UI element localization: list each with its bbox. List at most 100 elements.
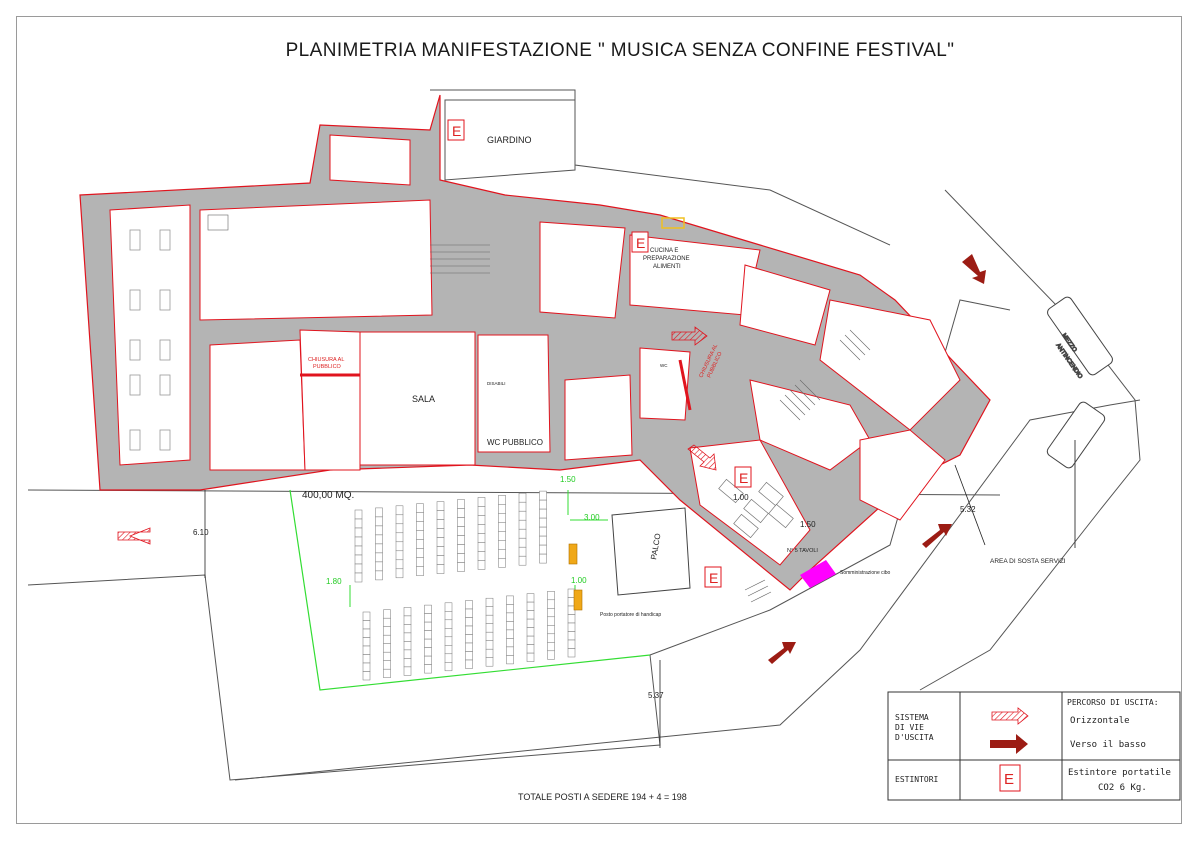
seat-rows-upper bbox=[354, 490, 547, 583]
gap-100: 1.00 bbox=[571, 576, 587, 585]
seat bbox=[395, 559, 404, 570]
seat bbox=[354, 545, 363, 556]
seat bbox=[383, 643, 391, 653]
seat bbox=[526, 644, 535, 654]
food-service-label: Somministrazione cibo bbox=[840, 570, 891, 576]
seat bbox=[383, 626, 391, 636]
seat bbox=[362, 611, 371, 621]
seat bbox=[395, 523, 404, 534]
seat bbox=[547, 591, 555, 601]
seat bbox=[444, 645, 453, 655]
legend-table: PERCORSO DI USCITA: SISTEMA DI VIE D'USC… bbox=[887, 691, 1181, 801]
seat bbox=[567, 622, 576, 632]
seat bbox=[457, 517, 465, 527]
seat bbox=[547, 608, 555, 618]
garden-label: GIARDINO bbox=[487, 135, 532, 145]
seat bbox=[403, 666, 412, 676]
seat bbox=[424, 647, 432, 657]
legend-extinguishers-label: ESTINTORI bbox=[895, 775, 939, 784]
total-seats: TOTALE POSTI A SEDERE 194 + 4 = 198 bbox=[518, 792, 687, 802]
stage: PALCO bbox=[611, 507, 691, 596]
svg-text:E: E bbox=[452, 123, 461, 139]
gap-180: 1.80 bbox=[326, 577, 342, 586]
seat bbox=[526, 618, 535, 628]
seat bbox=[498, 549, 506, 559]
kitchen-label-3: ALIMENTI bbox=[653, 264, 681, 270]
seat bbox=[436, 546, 445, 556]
seat bbox=[539, 526, 547, 537]
seat bbox=[485, 606, 494, 616]
seat bbox=[354, 572, 363, 583]
seat bbox=[444, 611, 453, 621]
seat bbox=[444, 653, 453, 663]
gap-300: 3.00 bbox=[584, 513, 600, 522]
seat bbox=[354, 563, 363, 574]
seat bbox=[436, 510, 445, 520]
seat bbox=[506, 638, 514, 648]
gap-150: 1.50 bbox=[560, 475, 576, 484]
seat bbox=[465, 659, 473, 669]
seat bbox=[403, 632, 412, 642]
seat bbox=[547, 642, 555, 652]
seat bbox=[444, 636, 453, 646]
seat bbox=[485, 631, 494, 641]
seat bbox=[498, 540, 506, 550]
seat bbox=[539, 490, 547, 501]
seat bbox=[416, 566, 424, 576]
seat bbox=[526, 610, 535, 620]
seat bbox=[416, 557, 424, 567]
public-wc-label: WC PUBBLICO bbox=[487, 438, 543, 447]
seat bbox=[436, 564, 445, 574]
seat bbox=[436, 519, 445, 529]
seat bbox=[506, 629, 514, 639]
seat bbox=[567, 648, 576, 658]
seat bbox=[485, 648, 494, 658]
kitchen-marker bbox=[661, 217, 685, 229]
seat bbox=[457, 562, 465, 572]
seat bbox=[518, 546, 527, 557]
wc-label: WC bbox=[660, 363, 668, 368]
seat bbox=[416, 503, 424, 513]
seat bbox=[395, 568, 404, 579]
seat bbox=[375, 552, 383, 563]
seat bbox=[465, 625, 473, 635]
seat bbox=[567, 631, 576, 641]
seat bbox=[457, 526, 465, 536]
seat bbox=[465, 608, 473, 618]
seat bbox=[498, 513, 506, 523]
hall-label: SALA bbox=[412, 394, 435, 404]
svg-text:E: E bbox=[709, 570, 718, 586]
seat bbox=[436, 528, 445, 538]
seat bbox=[362, 637, 371, 647]
seat bbox=[498, 558, 506, 568]
seat bbox=[383, 660, 391, 670]
seat bbox=[354, 554, 363, 565]
seat bbox=[465, 651, 473, 661]
seat bbox=[518, 492, 527, 503]
seat bbox=[424, 621, 432, 631]
seat bbox=[403, 615, 412, 625]
dim-610: 6.10 bbox=[193, 528, 209, 537]
service-van bbox=[1046, 401, 1106, 548]
seat bbox=[539, 553, 547, 564]
seat bbox=[383, 617, 391, 627]
seat bbox=[444, 619, 453, 629]
legend-extinguisher-icon bbox=[999, 764, 1021, 792]
seat bbox=[477, 524, 486, 534]
dim-532: 5.32 bbox=[960, 505, 976, 514]
handicap-seat-label: Posto portatore di handicap bbox=[600, 612, 661, 618]
seat bbox=[526, 652, 535, 662]
seat bbox=[436, 501, 445, 511]
seat bbox=[362, 628, 371, 638]
seat bbox=[354, 527, 363, 538]
svg-text:E: E bbox=[1004, 771, 1014, 788]
legend-arrow-horizontal bbox=[991, 707, 1029, 725]
seat bbox=[567, 639, 576, 649]
seat bbox=[424, 655, 432, 665]
seat bbox=[375, 543, 383, 554]
svg-text:E: E bbox=[636, 235, 645, 251]
seat bbox=[383, 609, 391, 619]
seat bbox=[547, 625, 555, 635]
seat bbox=[465, 642, 473, 652]
